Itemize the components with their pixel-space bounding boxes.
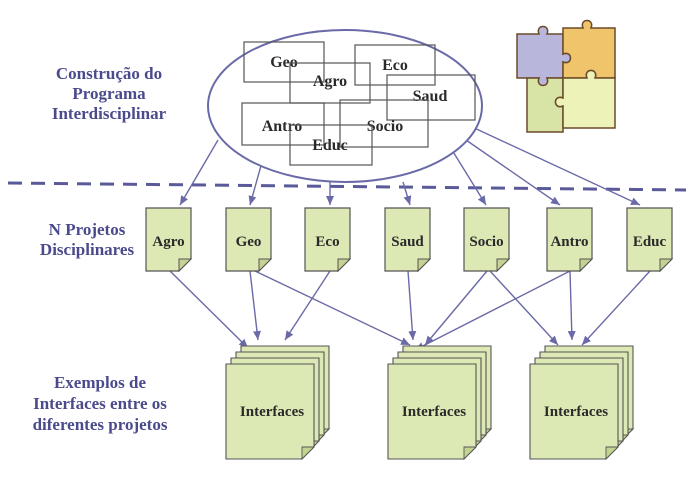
interface-sheet-fold <box>301 446 316 461</box>
connector-arrow <box>284 270 331 341</box>
project-doc-fold <box>417 258 432 273</box>
project-doc-educ: Educ <box>626 207 674 273</box>
interface-label-3: Interfaces <box>544 404 608 420</box>
connector-arrow <box>179 139 219 206</box>
connector-arrow <box>402 181 412 206</box>
interface-sheet-fold <box>463 446 478 461</box>
project-doc-fold <box>659 258 674 273</box>
connector-arrow <box>567 270 576 341</box>
connector-arrow <box>249 270 261 341</box>
project-doc-fold <box>496 258 511 273</box>
ellipse-label-geo: Geo <box>270 54 298 71</box>
ellipse-label-socio: Socio <box>367 118 403 135</box>
connector-arrow <box>581 270 651 346</box>
project-doc-fold <box>258 258 273 273</box>
interfaces-examples-label-line1: Exemplos de <box>53 373 147 392</box>
interfaces-examples-label-line2: Interfaces entre os <box>33 394 167 413</box>
connector-arrow <box>407 270 417 341</box>
interface-stack-3: Interfaces <box>529 345 635 461</box>
project-label-agro: Agro <box>152 234 184 250</box>
interface-sheet-fold <box>605 446 620 461</box>
ellipse-box-geo <box>243 41 325 83</box>
projects-label-line2: Disciplinares <box>39 240 135 259</box>
connector-arrow <box>169 270 249 349</box>
project-label-geo: Geo <box>236 234 262 250</box>
interfaces-examples-label: Exemplos de Interfaces entre os diferent… <box>10 372 190 435</box>
ellipse-label-eco: Eco <box>382 57 408 74</box>
connector-arrow <box>465 139 561 206</box>
project-doc-eco: Eco <box>304 207 352 273</box>
puzzle-icon <box>516 19 616 133</box>
ellipse-box-educ <box>289 124 373 166</box>
interdisciplinary-ellipse <box>207 29 483 183</box>
interface-label-1: Interfaces <box>240 404 304 420</box>
interface-stack-2: Interfaces <box>387 345 493 461</box>
ellipse-box-agro <box>289 62 371 104</box>
project-label-saud: Saud <box>391 234 424 250</box>
construction-label-line2: Programa <box>72 84 146 103</box>
ellipse-box-eco <box>354 44 436 86</box>
connector-arrow <box>469 125 641 206</box>
ellipse-label-saud: Saud <box>413 88 448 105</box>
project-doc-fold <box>579 258 594 273</box>
interface-label-2: Interfaces <box>402 404 466 420</box>
project-label-socio: Socio <box>469 234 503 250</box>
project-label-educ: Educ <box>633 234 667 250</box>
project-doc-antro: Antro <box>546 207 594 273</box>
ellipse-box-saud <box>386 74 476 121</box>
connector-arrow <box>424 270 488 346</box>
ellipse-box-socio <box>339 99 429 148</box>
connector-arrow <box>451 149 487 206</box>
connector-arrow <box>489 270 559 346</box>
project-doc-fold <box>337 258 352 273</box>
project-doc-agro: Agro <box>145 207 193 273</box>
project-label-eco: Eco <box>315 234 339 250</box>
project-doc-saud: Saud <box>384 207 432 273</box>
project-doc-fold <box>178 258 193 273</box>
connector-arrow <box>254 270 411 346</box>
ellipse-label-antro: Antro <box>262 118 303 135</box>
construction-label-line3: Interdisciplinar <box>51 104 167 123</box>
dashed-divider <box>7 181 687 192</box>
project-doc-socio: Socio <box>463 207 511 273</box>
arrows <box>169 125 651 351</box>
ellipse-label-agro: Agro <box>313 73 347 90</box>
projects-label-line1: N Projetos <box>48 220 126 239</box>
interfaces-examples-label-line3: diferentes projetos <box>32 415 168 434</box>
ellipse-box-antro <box>241 102 325 146</box>
projects-label: N Projetos Disciplinares <box>12 220 162 260</box>
project-label-antro: Antro <box>550 234 588 250</box>
interface-stack-1: Interfaces <box>225 345 331 461</box>
connector-arrow <box>414 270 571 351</box>
construction-label-line1: Construção do <box>55 64 163 83</box>
construction-label: Construção do Programa Interdisciplinar <box>22 64 196 124</box>
ellipse-label-educ: Educ <box>312 137 348 154</box>
project-doc-geo: Geo <box>225 207 273 273</box>
connector-arrow <box>248 161 263 206</box>
